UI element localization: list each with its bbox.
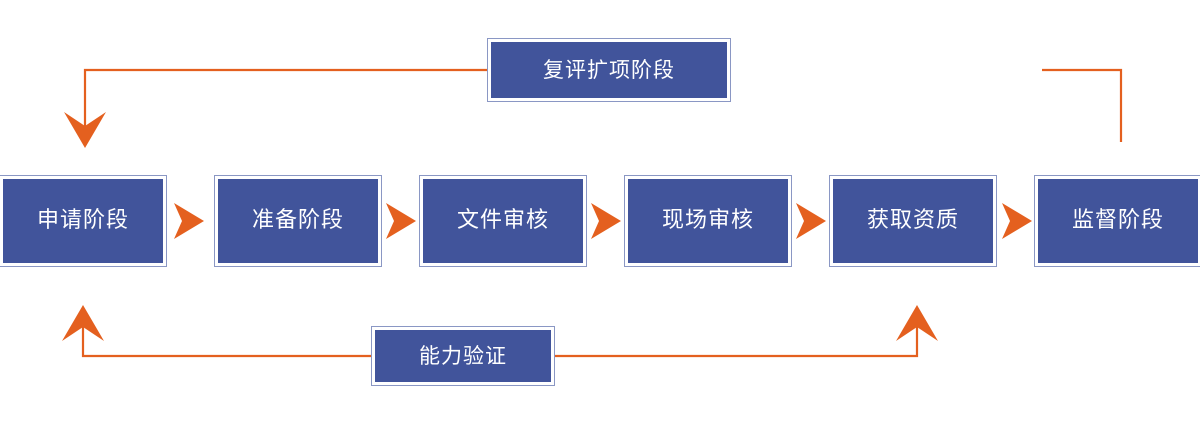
stage-box-document-review[interactable]: 文件审核 <box>420 176 586 266</box>
top-right-connector-line <box>1042 68 1123 142</box>
stage-box-site-audit[interactable]: 现场审核 <box>625 176 791 266</box>
bottom-left-up-arrowhead-icon <box>62 305 104 341</box>
stage-label-proficiency-testing: 能力验证 <box>419 343 507 368</box>
stage-label-recertification-expansion: 复评扩项阶段 <box>543 57 675 82</box>
chevron-right-icon-2 <box>386 203 416 239</box>
bottom-right-up-arrowhead-icon <box>896 305 938 341</box>
stage-label-obtain-qualification: 获取资质 <box>866 208 959 233</box>
stage-label-site-audit: 现场审核 <box>661 208 754 233</box>
stage-label-document-review: 文件审核 <box>456 208 549 233</box>
stage-label-prepare: 准备阶段 <box>251 208 344 233</box>
bottom-right-connector-line <box>552 320 919 358</box>
stage-box-proficiency-testing[interactable]: 能力验证 <box>372 327 554 385</box>
chevron-right-icon-5 <box>1002 203 1032 239</box>
chevron-right-icon-3 <box>591 203 621 239</box>
bottom-left-connector-line <box>81 320 374 358</box>
stage-label-apply: 申请阶段 <box>36 208 129 233</box>
stage-box-prepare[interactable]: 准备阶段 <box>215 176 381 266</box>
top-down-arrowhead-icon <box>64 112 106 148</box>
stage-box-recertification-expansion[interactable]: 复评扩项阶段 <box>488 39 730 101</box>
chevron-right-icon-1 <box>174 203 204 239</box>
top-left-connector-line <box>83 68 490 133</box>
chevron-right-icon-4 <box>796 203 826 239</box>
stage-box-apply[interactable]: 申请阶段 <box>0 176 166 266</box>
stage-box-obtain-qualification[interactable]: 获取资质 <box>830 176 996 266</box>
stage-label-supervision: 监督阶段 <box>1071 208 1164 233</box>
stage-box-supervision[interactable]: 监督阶段 <box>1035 176 1200 266</box>
